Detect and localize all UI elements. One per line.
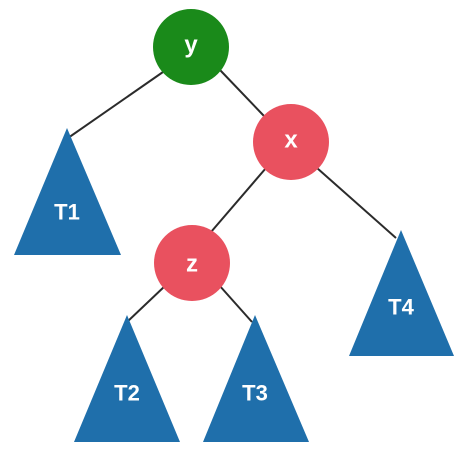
node-x-label: x [284,127,298,154]
subtree-t1-label: T1 [54,200,80,225]
subtree-t1: T1 [14,128,121,255]
edge-x-z [210,167,267,233]
subtree-t3: T3 [203,315,309,442]
node-z-label: z [186,251,198,278]
subtree-t1-triangle [14,128,121,255]
node-y-label: y [184,32,198,59]
subtree-t2-label: T2 [114,381,140,406]
subtree-t3-triangle [203,315,309,442]
edges [67,69,397,323]
subtree-t2: T2 [74,315,180,442]
subtree-t4-label: T4 [388,295,414,320]
edge-y-t1 [67,71,164,139]
subtree-t4-triangle [349,230,454,356]
node-z: z [154,225,230,301]
subtree-t2-triangle [74,315,180,442]
edge-z-t2 [126,284,167,323]
edge-x-t4 [316,167,397,239]
edge-z-t3 [218,284,253,323]
node-z-circle [154,225,230,301]
subtree-t3-label: T3 [242,381,268,406]
edge-y-x [219,69,265,117]
node-x-circle [253,104,329,180]
node-x: x [253,104,329,180]
node-y: y [153,9,229,85]
subtree-t4: T4 [349,230,454,356]
node-y-circle [153,9,229,85]
